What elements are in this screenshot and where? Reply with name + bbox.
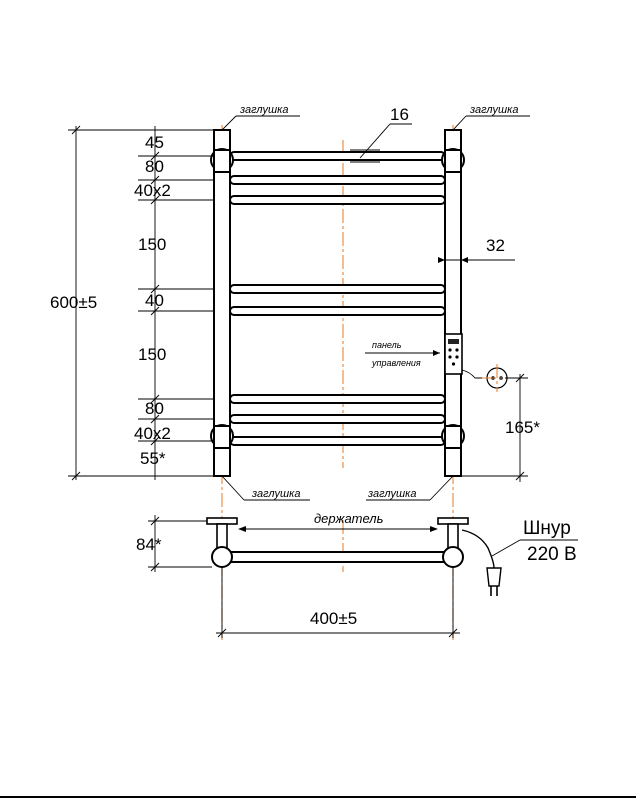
panel-cable: [461, 369, 488, 379]
panel-label-2: управления: [371, 358, 421, 368]
riser-cover-tl: [213, 149, 231, 173]
riser-cover-bl: [213, 425, 231, 449]
dim-tick: [448, 628, 458, 638]
stack-dim-80b: 80: [145, 399, 164, 418]
cap-label-top-right: заглушка: [469, 104, 518, 116]
riser-diameter-dimension: 32: [438, 236, 515, 263]
panel-leader-arrow: [433, 350, 440, 356]
riser-diameter-text: 32: [486, 236, 505, 255]
panel-button-icon: [448, 348, 452, 352]
dim-tick: [217, 628, 227, 638]
plan-riser-left: [211, 546, 233, 568]
stack-dim-80: 80: [145, 157, 164, 176]
stack-dim-40x2b: 40x2: [134, 424, 171, 443]
rung-4: [229, 284, 446, 294]
cap-label-bottom-right: заглушка: [367, 488, 416, 500]
top-cap-callouts: заглушка заглушка: [221, 104, 530, 131]
risers: [210, 129, 465, 477]
dim-tick: [150, 195, 160, 205]
panel-button-icon: [455, 348, 459, 352]
panel-button-icon: [448, 355, 452, 359]
rung-3: [229, 195, 446, 205]
bottom-cap-callouts: заглушка заглушка: [221, 475, 454, 501]
dim-tick: [150, 151, 160, 161]
stack-dim-45: 45: [145, 133, 164, 152]
dim-tick: [150, 394, 160, 404]
stack-dim-150b: 150: [138, 345, 166, 364]
dim-tick: [515, 373, 525, 383]
stack-dim-55: 55*: [140, 449, 166, 468]
dim-arrow: [461, 257, 468, 263]
rung-1: [229, 151, 446, 161]
cap-leader: [221, 475, 245, 501]
plan-riser-right: [442, 546, 464, 568]
rung-6: [229, 394, 446, 404]
dim-tick: [150, 175, 160, 185]
holder-label: держатель: [314, 511, 384, 526]
panel-label-1: панель: [372, 340, 402, 350]
panel-button-icon: [455, 355, 459, 359]
stack-dim-40: 40: [145, 291, 164, 310]
power-cord: [461, 529, 495, 569]
height-dimension: 600±5: [50, 125, 214, 481]
plan-view: держатель 84* Шнур 220 В 400±5: [136, 511, 578, 638]
cap-label-top-left: заглушка: [239, 104, 288, 116]
rungs: [229, 151, 446, 446]
cord-label: Шнур: [523, 518, 571, 539]
dim-tick: [71, 471, 81, 481]
holder-arrow-right: [430, 526, 438, 532]
stack-dim-40x2: 40x2: [134, 181, 171, 200]
plug-icon: [486, 567, 502, 587]
depth-text: 84*: [136, 535, 162, 554]
wall-bracket-left: [206, 517, 238, 525]
plan-rung: [221, 551, 454, 563]
rung-7: [229, 414, 446, 424]
tube-diameter-dimension: 16: [350, 105, 412, 163]
rung-8: [229, 436, 446, 446]
riser-cover-tr: [444, 149, 462, 173]
tube-diameter-text: 16: [390, 105, 409, 124]
cap-leader: [452, 115, 467, 131]
voltage-label: 220 В: [527, 544, 577, 565]
cord-leader: [491, 539, 521, 557]
bottom-border: [0, 796, 636, 798]
stack-dim-150: 150: [138, 235, 166, 254]
dim-tick: [150, 436, 160, 446]
holder-stem-left: [216, 523, 228, 549]
cap-leader: [429, 475, 454, 501]
dim-arrow: [438, 257, 445, 263]
dim-tick: [150, 306, 160, 316]
panel-display-icon: [448, 339, 459, 344]
dim-tick: [150, 414, 160, 424]
rung-2: [229, 175, 446, 185]
holder-stem-right: [447, 523, 459, 549]
panel-button-icon: [451, 362, 456, 366]
dim-tick: [150, 284, 160, 294]
left-stack-dimensions: 45 80 40x2 150 40 150 80 40x2 55*: [134, 126, 214, 480]
rung-5: [229, 306, 446, 316]
wall-bracket-right: [437, 517, 469, 525]
holder-arrow-left: [238, 526, 246, 532]
riser-cover-br: [444, 425, 462, 449]
dim-tick: [150, 562, 160, 572]
socket-height-text: 165*: [505, 418, 540, 437]
dim-leader: [359, 123, 391, 159]
cap-leader: [221, 115, 237, 131]
width-text: 400±5: [310, 609, 357, 628]
dim-tick: [150, 516, 160, 526]
dim-tick: [515, 471, 525, 481]
dim-tick: [71, 125, 81, 135]
socket-height-dimension: 165*: [461, 373, 540, 482]
cap-label-bottom-left: заглушка: [251, 488, 300, 500]
height-text: 600±5: [50, 293, 97, 312]
